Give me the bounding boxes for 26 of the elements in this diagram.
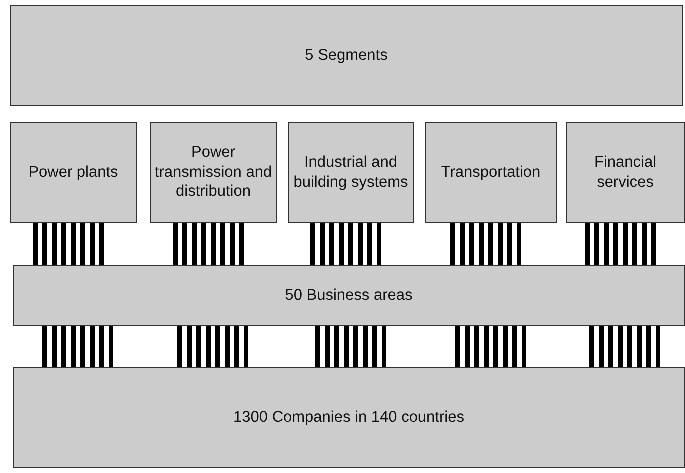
segments-box [10,5,683,106]
striped-connector [310,223,382,265]
box-label: Industrial and building systems [292,153,410,192]
striped-connector [316,326,386,367]
box-label: Transportation [440,162,542,182]
box-label: Financial services [593,153,658,192]
striped-connector [456,326,526,367]
segment-box [425,122,557,223]
striped-connector [585,223,656,265]
companies-box [13,367,685,468]
segment-box [10,122,137,223]
box-label: Power transmission and distribution [154,143,274,202]
business-areas-bar [13,265,685,326]
striped-connector [178,326,248,367]
striped-connector [42,326,114,367]
box-label: 5 Segments [304,46,389,66]
striped-connector [173,223,244,265]
segment-box [150,122,277,223]
segment-box [566,122,685,223]
segment-box [288,122,414,223]
box-label: 1300 Companies in 140 countries [232,408,466,428]
box-label: Power plants [28,162,120,182]
box-label: 50 Business areas [284,286,414,306]
striped-connector [33,223,104,265]
striped-connector [590,326,660,367]
striped-connector [450,223,522,265]
